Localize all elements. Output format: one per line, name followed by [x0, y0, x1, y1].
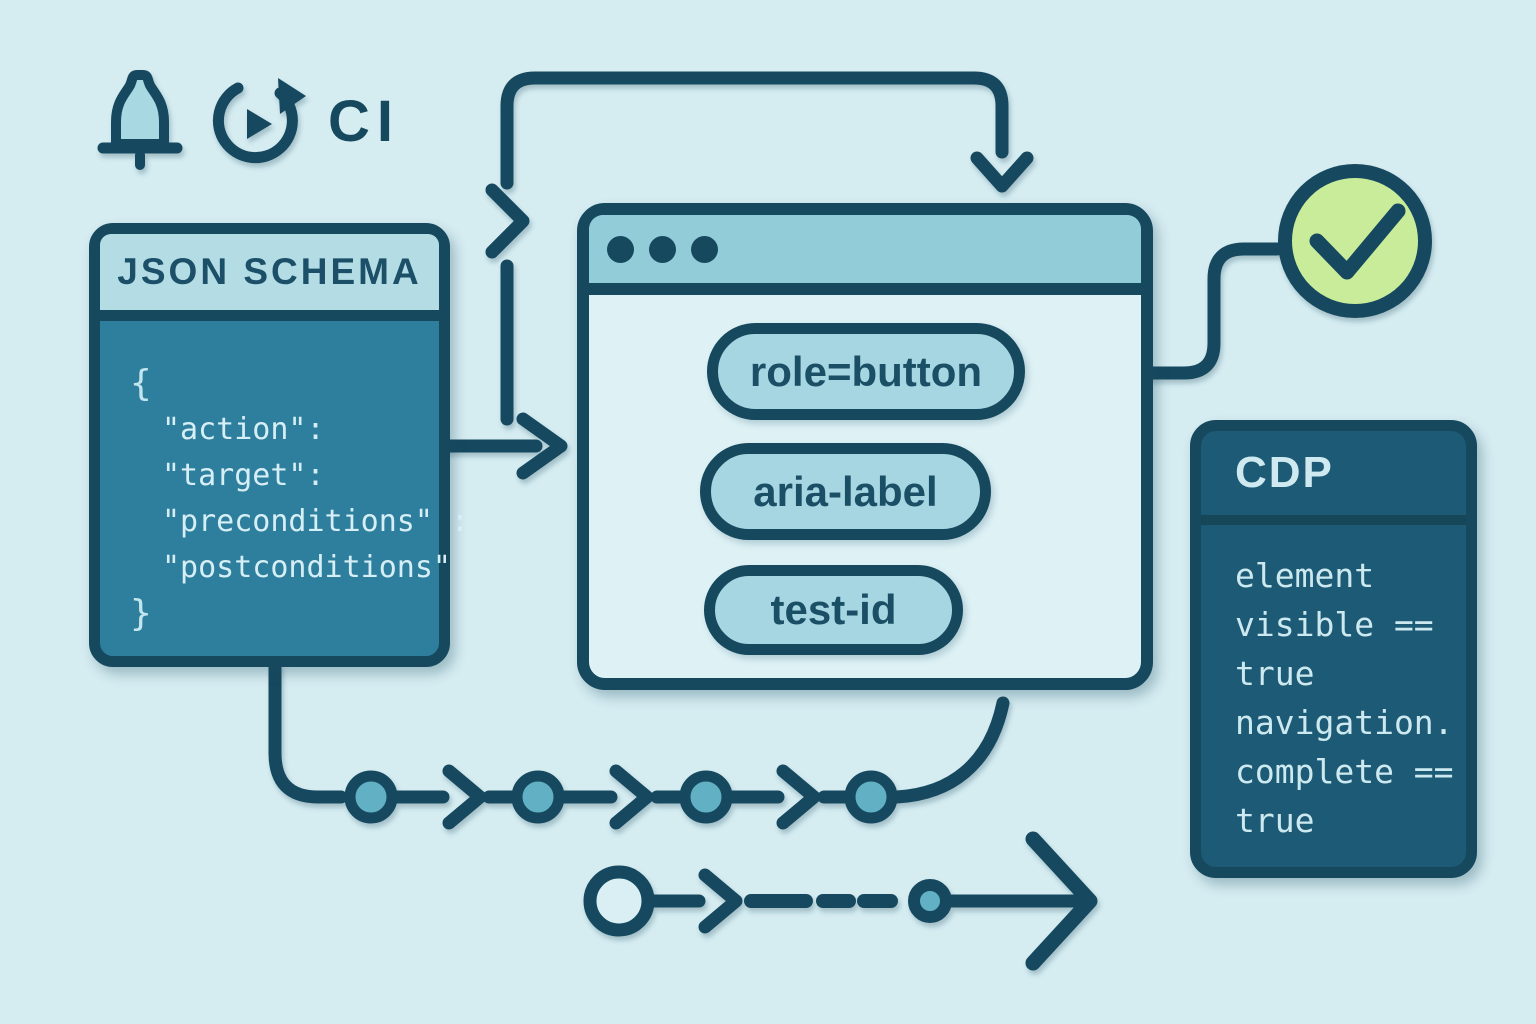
code-line: } [130, 593, 152, 634]
window-dot-icon [649, 235, 676, 263]
ci-label: CI [328, 89, 400, 154]
json-schema-title: JSON SCHEMA [117, 251, 422, 292]
code-line: element [1235, 556, 1375, 595]
json-schema-header: JSON SCHEMA [100, 234, 439, 321]
connector-chain-to-browser [890, 696, 1010, 804]
pill-aria-label: aria-label [700, 443, 991, 540]
json-schema-code: { "action": "target": "preconditions" : … [100, 321, 470, 637]
code-line: complete == [1235, 752, 1454, 791]
success-check-badge [1278, 164, 1432, 318]
check-icon [1309, 203, 1406, 280]
arrowhead-right-icon [698, 868, 743, 934]
cdp-box: CDP element visible == true navigation. … [1190, 420, 1477, 878]
step-node [511, 770, 565, 824]
timeline [583, 831, 1098, 971]
replay-icon [212, 78, 306, 164]
pill-label: role=button [749, 347, 983, 395]
step-chain [344, 696, 1010, 830]
arrowhead-right-icon [776, 764, 821, 830]
code-line: true [1235, 654, 1315, 693]
arrow-json-to-browser [443, 412, 568, 480]
loop-arrow-top [500, 71, 1034, 193]
code-line: navigation. [1235, 703, 1454, 742]
big-arrowhead-right-icon [1025, 831, 1098, 971]
browser-titlebar [589, 215, 1141, 295]
browser-window: role=button aria-label test-id [577, 203, 1153, 690]
cdp-header: CDP [1201, 431, 1466, 525]
bell-icon [97, 70, 183, 170]
step-node [344, 770, 398, 824]
pill-label: aria-label [753, 467, 938, 515]
timeline-node [908, 879, 952, 923]
arrowhead-down-icon [970, 151, 1034, 193]
cdp-code: element visible == true navigation. comp… [1201, 525, 1466, 845]
connector-json-to-chain [268, 661, 348, 804]
arrowhead-right-icon [609, 764, 654, 830]
code-line: visible == [1235, 605, 1434, 644]
timeline-start-node [583, 865, 655, 937]
connector-browser-to-check [1145, 242, 1284, 380]
json-schema-box: JSON SCHEMA { "action": "target": "preco… [89, 223, 470, 667]
arrowhead-right-icon [442, 764, 487, 830]
pill-test-id: test-id [704, 565, 963, 655]
code-line: true [1235, 801, 1315, 840]
step-node [679, 770, 733, 824]
step-node [844, 770, 898, 824]
code-line: "action": [162, 412, 325, 447]
code-line: "postconditions" [162, 550, 451, 585]
cdp-title: CDP [1235, 448, 1334, 497]
code-line: "preconditions" : [162, 504, 470, 539]
window-dot-icon [607, 235, 634, 263]
code-line: { [130, 363, 152, 404]
window-dot-icon [691, 235, 718, 263]
pill-role-button: role=button [707, 323, 1025, 420]
arrowhead-right-icon [516, 412, 568, 480]
code-line: "target": [162, 458, 325, 493]
chevron-break-icon [485, 183, 530, 259]
pill-label: test-id [770, 586, 897, 633]
